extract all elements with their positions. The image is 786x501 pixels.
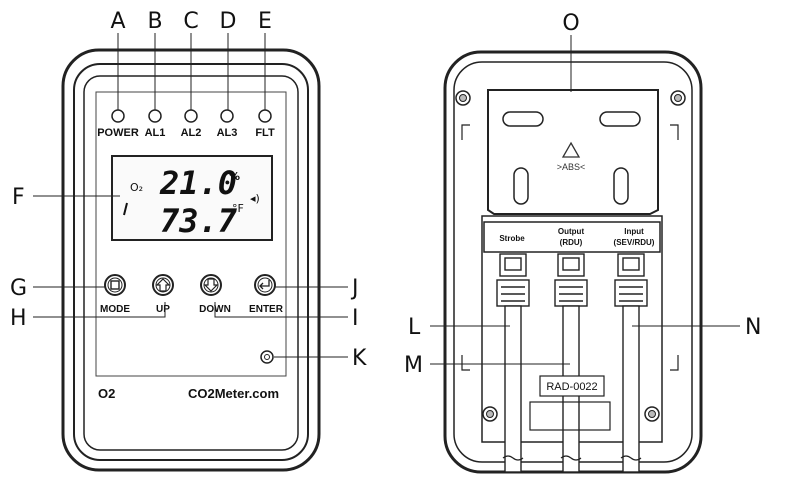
down-button[interactable]: [200, 274, 222, 296]
power-led: [111, 109, 125, 123]
square-icon: [110, 280, 120, 290]
reading-bottom: 73.7: [160, 202, 238, 240]
strobe-connector: [496, 253, 530, 307]
cable-tag-box: [539, 375, 605, 397]
brand-label: CO2Meter.com: [188, 386, 279, 401]
lcd-tick-mark: [123, 202, 128, 216]
enter-button-label: ENTER: [249, 304, 284, 315]
al2-led-label: AL2: [181, 127, 202, 139]
callout-l: L: [408, 315, 421, 340]
front-view: POWER AL1 AL2 AL3 FLT O₂ 21.0 % 73.7 °F …: [61, 48, 321, 472]
screw-bottom-left: [482, 406, 498, 422]
mode-button-label: MODE: [100, 304, 130, 315]
callout-i: I: [352, 306, 359, 331]
sound-indicator-icon: ◂): [250, 192, 260, 205]
callout-d: D: [220, 9, 237, 34]
callout-a: A: [110, 9, 125, 34]
cable-cut-marks: [502, 455, 642, 461]
recycle-icon: [561, 141, 581, 158]
mount-slot-right: [599, 111, 641, 127]
callout-j: J: [350, 276, 359, 301]
output-port-label: Output: [558, 227, 585, 236]
input-connector: [614, 253, 648, 307]
al2-led: [184, 109, 198, 123]
port-label-strip: [483, 221, 661, 253]
up-button-label: UP: [156, 304, 170, 315]
mounting-plate: [487, 89, 659, 215]
flt-led: [258, 109, 272, 123]
input-cable: [622, 305, 640, 473]
al1-led-label: AL1: [145, 127, 166, 139]
abs-mark: >ABS<: [557, 162, 586, 172]
screw-top-left: [455, 90, 471, 106]
al1-led: [148, 109, 162, 123]
screw-bottom-right: [644, 406, 660, 422]
callout-f: F: [12, 185, 25, 210]
back-callout-lines: [430, 35, 740, 365]
back-view: >ABS< Strobe Output (RDU) Input (SEV/RDU…: [443, 50, 703, 474]
callout-g: G: [10, 276, 27, 301]
enter-return-icon: [259, 280, 270, 290]
mount-slot-lower-left: [513, 167, 529, 205]
mode-button[interactable]: [104, 274, 126, 296]
callout-b: B: [147, 9, 162, 34]
screw-top-right: [670, 90, 686, 106]
front-callout-lines: [33, 33, 348, 358]
input-port-sublabel: (SEV/RDU): [614, 238, 655, 247]
sensor-port: [260, 350, 274, 364]
callout-o: O: [562, 11, 579, 36]
cable-tag: RAD-0022: [546, 381, 597, 393]
gas-symbol: O₂: [130, 181, 143, 194]
al3-led: [220, 109, 234, 123]
arrow-down-icon: [203, 278, 219, 292]
lower-blank-plate: [529, 401, 611, 431]
model-label: O2: [98, 386, 115, 401]
sensor-port-inner: [264, 354, 270, 360]
strobe-cable: [504, 305, 522, 473]
callout-e: E: [258, 9, 272, 34]
al3-led-label: AL3: [217, 127, 238, 139]
callout-k: K: [352, 346, 367, 371]
power-led-label: POWER: [97, 127, 139, 139]
enter-button[interactable]: [254, 274, 276, 296]
callout-n: N: [745, 315, 761, 340]
side-clips: [461, 124, 679, 371]
callout-c: C: [183, 9, 198, 34]
arrow-up-icon: [155, 278, 171, 292]
output-connector: [554, 253, 588, 307]
mount-slot-left: [502, 111, 544, 127]
unit-top: %: [229, 170, 240, 183]
unit-bottom: °F: [232, 202, 244, 215]
mount-slot-lower-right: [613, 167, 629, 205]
input-port-label: Input: [624, 227, 644, 236]
flt-led-label: FLT: [255, 127, 275, 139]
lcd-display: [111, 155, 273, 241]
callout-h: H: [10, 306, 27, 331]
up-button[interactable]: [152, 274, 174, 296]
output-port-sublabel: (RDU): [560, 238, 583, 247]
reading-top: 21.0: [159, 164, 237, 202]
strobe-port-label: Strobe: [499, 234, 525, 243]
callout-m: M: [404, 353, 423, 378]
